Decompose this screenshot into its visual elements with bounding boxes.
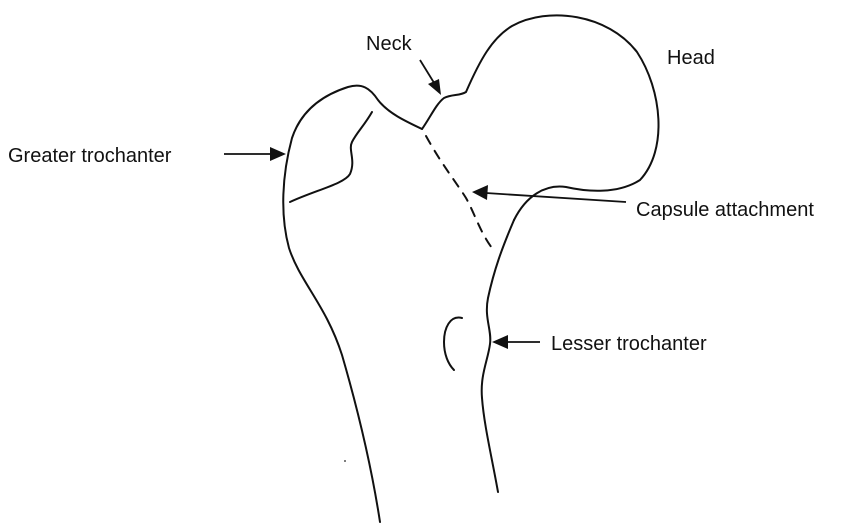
label-head: Head [667, 47, 715, 69]
femoral-head-outline [422, 15, 659, 220]
greater-trochanter-ridge [290, 112, 372, 202]
neck-arrow [420, 60, 441, 95]
speck [344, 460, 346, 462]
lesser-trochanter-arrow [492, 335, 540, 349]
label-neck: Neck [366, 33, 413, 55]
femur-medial-outline [482, 220, 514, 492]
label-greater-trochanter: Greater trochanter [8, 145, 172, 167]
greater-trochanter-arrow [224, 147, 286, 161]
femur-lateral-outline [283, 86, 422, 522]
lesser-trochanter-outline [444, 318, 462, 370]
label-lesser-trochanter: Lesser trochanter [551, 333, 707, 355]
label-capsule-attachment: Capsule attachment [636, 199, 814, 221]
